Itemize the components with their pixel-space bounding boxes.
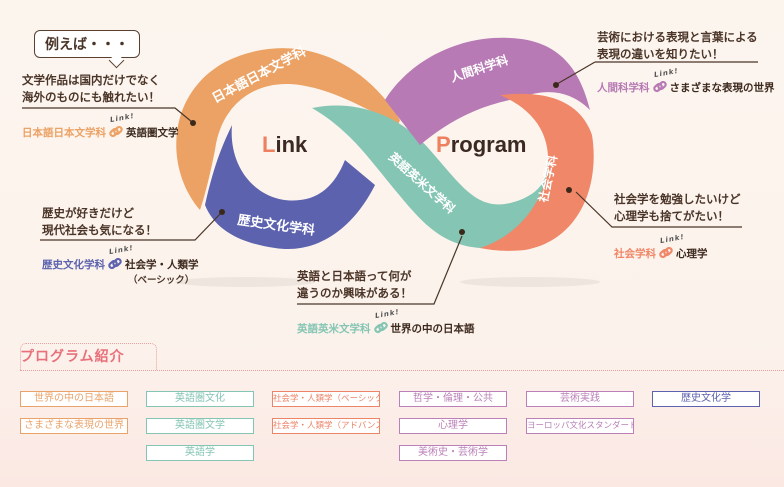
connector-dot-english (459, 229, 465, 235)
target-english: 世界の中の日本語 (390, 322, 475, 335)
chain-link-icon: Link! (107, 244, 134, 272)
connector-dot-social (566, 187, 572, 193)
target-social: 心理学 (676, 247, 708, 260)
source-japanese: 日本語日本文学科 (22, 126, 106, 139)
target-history-sub: （ベーシック） (128, 275, 195, 286)
source-social: 社会学科 (614, 247, 656, 260)
program-tag[interactable]: 英語学 (146, 445, 254, 461)
band-english[interactable] (312, 105, 552, 249)
chain-link-icon: Link! (373, 308, 400, 336)
band-human[interactable] (385, 37, 590, 145)
connector-human-tail (556, 61, 596, 85)
target-japanese: 英語圏文学 (126, 126, 179, 139)
target-history: 社会学・人類学 (125, 258, 199, 271)
connector-dot-human (553, 82, 559, 88)
connector-history (40, 211, 223, 241)
program-tag[interactable]: 社会学・人類学（ベーシック） (272, 391, 380, 407)
question-social: 社会学を勉強したいけど 心理学も捨てがたい！ (614, 192, 741, 223)
connector-dot-history (219, 209, 225, 215)
title-program-first: P (436, 132, 451, 157)
program-tag[interactable]: 歴史文化学 (652, 391, 760, 407)
program-tag[interactable]: 芸術実践 (526, 391, 634, 407)
shadow-left (175, 277, 315, 287)
question-human: 芸術における表現と言葉による 表現の違いを知りたい！ (597, 30, 758, 61)
program-tag[interactable]: 哲学・倫理・公共 (399, 391, 507, 407)
connector-dot-japanese (190, 120, 196, 126)
program-tag[interactable]: さまざまな表現の世界 (20, 418, 128, 434)
band-history[interactable] (205, 125, 375, 250)
source-history: 歴史文化学科 (42, 258, 105, 271)
infinity-diagram: 日本語日本文学科 歴史文化学科 英語英米文学科 人間科学科 社会学科 (22, 37, 758, 305)
source-english: 英語英米文学科 (297, 322, 371, 335)
link-row-english: 英語英米文学科 Link! 世界の中の日本語 (297, 308, 475, 336)
program-tag[interactable]: 英語圏文学 (146, 418, 254, 434)
chain-link-icon: Link! (652, 67, 679, 95)
section-title-frame (20, 343, 157, 370)
target-human: さまざまな表現の世界 (669, 81, 775, 94)
program-tag[interactable]: ヨーロッパ文化スタンダード (526, 418, 634, 434)
program-tag[interactable]: 社会学・人類学（アドバンス） (272, 418, 380, 434)
question-english: 英語と日本語って何が 違うのか興味がある！ (297, 269, 412, 300)
band-social[interactable] (480, 93, 594, 251)
connector-social (575, 191, 742, 228)
program-tag[interactable]: 世界の中の日本語 (20, 391, 128, 407)
section-divider (20, 370, 784, 371)
title-link-first: L (262, 132, 276, 157)
program-tag[interactable]: 心理学 (399, 418, 507, 434)
link-row-social: 社会学科 Link! 心理学 (614, 233, 708, 261)
chain-link-icon: Link! (108, 112, 135, 140)
link-row-history: 歴史文化学科 Link! 社会学・人類学 (42, 244, 199, 272)
source-human: 人間科学科 (597, 81, 650, 94)
chain-link-icon: Link! (658, 233, 685, 261)
title-link-rest: ink (275, 132, 308, 157)
connector-english (297, 235, 463, 305)
question-history: 歴史が好きだけど 現代社会も気になる！ (42, 206, 157, 237)
shadow-right (460, 277, 600, 287)
title-link: Link (262, 132, 307, 158)
question-japanese: 文学作品は国内だけでなく 海外のものにも触れたい！ (22, 73, 160, 104)
program-tag[interactable]: 英語圏文化 (146, 391, 254, 407)
connector-japanese (22, 107, 193, 123)
link-row-japanese: 日本語日本文学科 Link! 英語圏文学 (22, 112, 179, 140)
section-title: プログラム紹介 (20, 349, 125, 365)
program-tag[interactable]: 美術史・芸術学 (399, 445, 507, 461)
title-program: Program (436, 132, 526, 158)
example-bubble: 例えば・・・ (34, 30, 140, 58)
title-program-rest: rogram (450, 132, 527, 157)
link-row-human: 人間科学科 Link! さまざまな表現の世界 (597, 67, 775, 95)
band-japanese[interactable] (176, 48, 400, 211)
